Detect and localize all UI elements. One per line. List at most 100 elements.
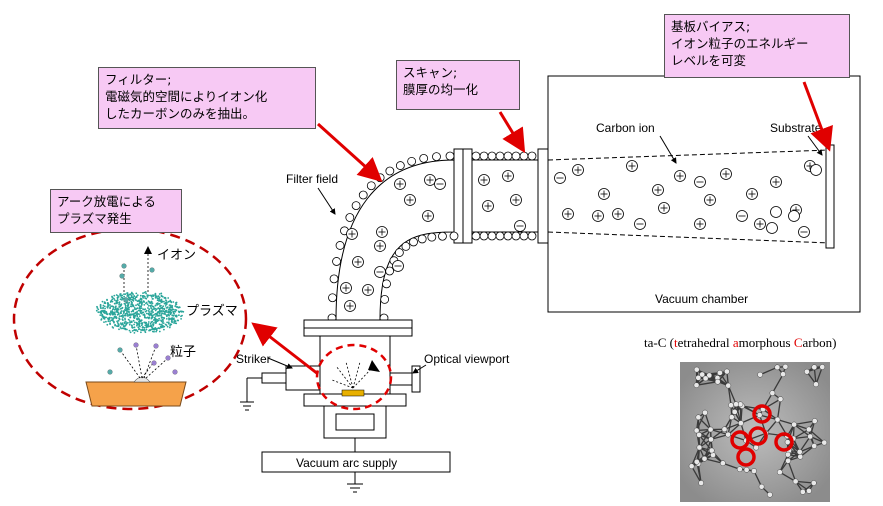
plasma-speck bbox=[119, 298, 122, 301]
coil bbox=[328, 293, 337, 303]
plasma-speck bbox=[122, 316, 124, 319]
plasma-speck bbox=[150, 312, 153, 314]
carbon-ion bbox=[592, 210, 604, 222]
plasma-speck bbox=[131, 301, 133, 304]
plasma-speck bbox=[117, 323, 120, 326]
bond bbox=[691, 447, 700, 467]
plasma-speck bbox=[137, 328, 140, 331]
bond bbox=[727, 433, 747, 442]
plasma-speck bbox=[147, 305, 150, 307]
electron bbox=[634, 218, 646, 230]
particle-dots bbox=[107, 263, 178, 375]
plasma-speck bbox=[140, 298, 143, 300]
plasma-speck bbox=[140, 329, 142, 331]
plasma-speck bbox=[156, 297, 159, 300]
plasma-speck bbox=[118, 303, 120, 306]
plasma-speck bbox=[160, 310, 163, 313]
plasma-speck bbox=[108, 316, 111, 319]
plasma-speck bbox=[136, 330, 139, 333]
plasma-speck bbox=[131, 313, 134, 316]
plasma-speck bbox=[135, 295, 138, 298]
coil bbox=[449, 231, 459, 241]
plasma-speck bbox=[160, 313, 163, 315]
bond bbox=[777, 418, 795, 426]
plasma-speck bbox=[151, 308, 154, 311]
atom bbox=[813, 381, 819, 388]
electron bbox=[514, 220, 526, 232]
plasma-speck bbox=[106, 323, 109, 326]
bond bbox=[697, 416, 712, 430]
plasma-speck bbox=[105, 312, 108, 314]
plasma-speck bbox=[157, 295, 160, 298]
plasma-speck bbox=[99, 303, 102, 306]
plasma-speck bbox=[130, 303, 133, 306]
plasma-speck bbox=[178, 314, 180, 317]
plasma-speck bbox=[101, 313, 104, 316]
atom bbox=[699, 371, 706, 378]
coil bbox=[395, 161, 405, 170]
coil bbox=[385, 166, 395, 176]
plasma-speck bbox=[161, 306, 164, 309]
filter-callout-title: フィルター; bbox=[105, 72, 172, 87]
filter-field-pointer bbox=[317, 187, 336, 215]
plasma-speck bbox=[161, 300, 164, 303]
atom bbox=[774, 416, 781, 423]
scan-coils bbox=[471, 151, 537, 241]
tac-network bbox=[688, 363, 828, 498]
plasma-speck bbox=[126, 328, 128, 331]
plasma-speck bbox=[166, 321, 169, 324]
plasma-speck bbox=[119, 322, 122, 324]
striker-pointer bbox=[267, 357, 293, 369]
bond bbox=[776, 399, 782, 420]
atom bbox=[702, 409, 708, 416]
atom bbox=[806, 426, 812, 433]
plasma-speck bbox=[178, 310, 181, 313]
coil bbox=[427, 232, 437, 242]
ion-trails bbox=[123, 250, 149, 292]
plasma-speck bbox=[138, 307, 141, 310]
bias-callout-line3: レベルを可変 bbox=[671, 53, 747, 68]
carbon-ion bbox=[404, 194, 416, 206]
plasma-speck bbox=[172, 311, 175, 313]
atom bbox=[688, 463, 695, 470]
plasma-speck bbox=[111, 310, 114, 312]
particle-dot bbox=[121, 263, 127, 269]
particle-dot bbox=[107, 369, 113, 375]
plasma-speck bbox=[165, 324, 168, 326]
plasma-speck bbox=[147, 321, 150, 323]
coil bbox=[329, 274, 339, 284]
plasma-speck bbox=[158, 309, 161, 311]
atom bbox=[756, 412, 763, 418]
atom bbox=[707, 426, 714, 433]
plasma-speck bbox=[167, 322, 170, 325]
plasma-speck bbox=[122, 310, 125, 312]
plasma-speck bbox=[113, 297, 115, 300]
plasma-speck bbox=[171, 321, 174, 324]
atom bbox=[751, 468, 757, 474]
plasma-speck bbox=[145, 292, 148, 295]
plasma-speck bbox=[161, 295, 164, 298]
plasma-speck bbox=[126, 313, 129, 316]
plasma-speck bbox=[165, 303, 168, 306]
plasma-speck bbox=[114, 313, 117, 316]
plasma-speck bbox=[123, 322, 126, 325]
plasma-speck bbox=[142, 311, 145, 314]
plasma-speck bbox=[154, 321, 157, 323]
atom bbox=[811, 418, 818, 424]
coil bbox=[401, 242, 411, 251]
plasma-speck bbox=[147, 294, 150, 297]
particle-dot bbox=[133, 342, 139, 348]
plasma-speck bbox=[142, 292, 144, 294]
plasma-speck bbox=[113, 321, 115, 324]
carbon-ion bbox=[562, 208, 574, 220]
coil bbox=[382, 279, 391, 289]
plasma-speck bbox=[126, 292, 128, 294]
plasma-speck bbox=[114, 323, 116, 326]
bond bbox=[813, 367, 817, 385]
plasma-speck bbox=[152, 305, 155, 308]
plasma-speck bbox=[126, 294, 129, 297]
particle-dot bbox=[117, 347, 123, 353]
atom bbox=[731, 409, 738, 415]
plasma-speck bbox=[109, 320, 111, 323]
plasma-speck bbox=[155, 308, 158, 311]
